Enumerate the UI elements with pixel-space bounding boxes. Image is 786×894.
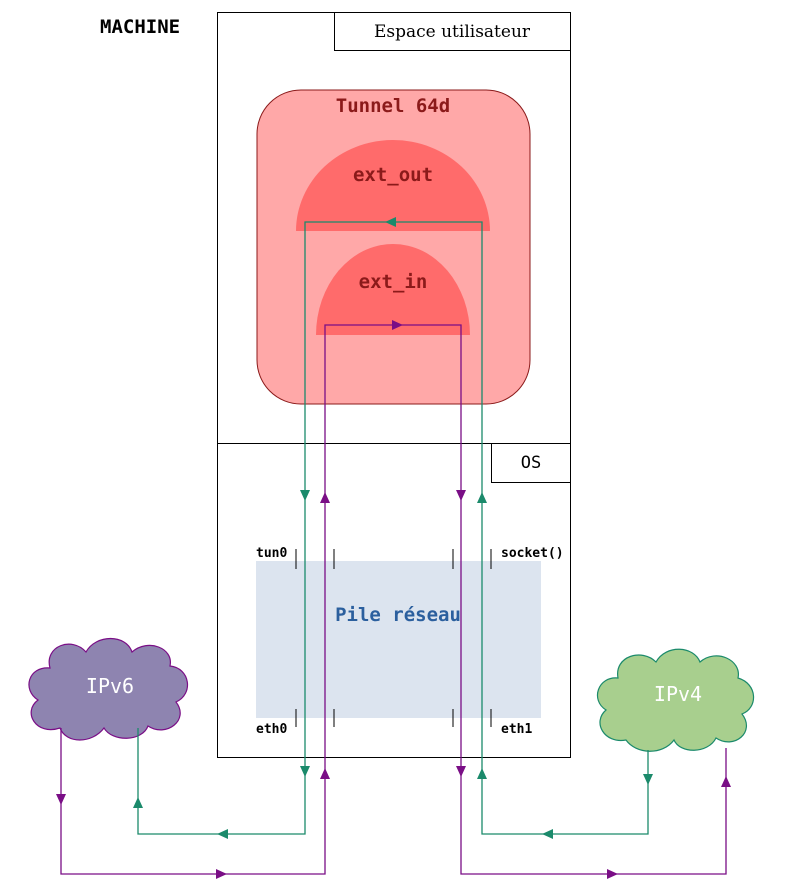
arrow-left-bottom-ipv6 <box>217 829 228 839</box>
arrow-tun0-up <box>320 492 330 503</box>
eth0-label: eth0 <box>256 722 287 737</box>
arrow-eth0-down <box>300 766 310 777</box>
interface-ticks-top <box>295 549 492 569</box>
arrow-eth1-up <box>477 768 487 779</box>
ipv6-label: IPv6 <box>86 674 134 698</box>
arrow-ipv6-up <box>133 797 143 808</box>
arrow-left-right-bottom <box>542 829 553 839</box>
arrow-bottom-right-2 <box>607 869 618 879</box>
machine-label: MACHINE <box>100 16 180 38</box>
ipv6-cloud: IPv6 <box>28 638 189 741</box>
ipv4-label: IPv4 <box>654 682 702 706</box>
eth1-label: eth1 <box>501 722 532 737</box>
network-stack-label: Pile réseau <box>335 604 461 626</box>
arrow-socket-up <box>477 492 487 503</box>
purple-arrows <box>56 320 731 879</box>
os-label: OS <box>521 453 541 473</box>
arrow-eth0-up <box>320 768 330 779</box>
green-arrows <box>133 217 653 839</box>
arrow-ipv4-up <box>721 776 731 787</box>
os-box <box>217 443 571 758</box>
arrow-bottom-right-1 <box>216 869 227 879</box>
ipv4-cloud: IPv4 <box>596 648 755 752</box>
arrow-tun0-down <box>300 490 310 501</box>
arrow-ipv6-down <box>56 794 66 805</box>
arrow-eth1-down <box>456 766 466 777</box>
arrow-ext-out-left <box>385 217 396 227</box>
user-space-label: Espace utilisateur <box>374 22 531 42</box>
arrow-socket-down <box>456 490 466 501</box>
ext-out-label: ext_out <box>353 164 433 186</box>
os-label-box <box>491 443 571 483</box>
network-stack <box>256 561 541 718</box>
ext-out-module <box>296 140 490 231</box>
socket-label: socket() <box>501 546 564 561</box>
tunnel-title: Tunnel 64d <box>336 95 450 117</box>
ext-in-label: ext_in <box>359 271 428 293</box>
interface-ticks-bottom <box>295 709 492 727</box>
arrow-ext-in-right <box>392 320 403 330</box>
user-space-label-box <box>334 12 571 51</box>
ext-in-module <box>316 244 470 335</box>
tun0-label: tun0 <box>256 546 287 561</box>
arrow-ipv4-down <box>643 774 653 785</box>
